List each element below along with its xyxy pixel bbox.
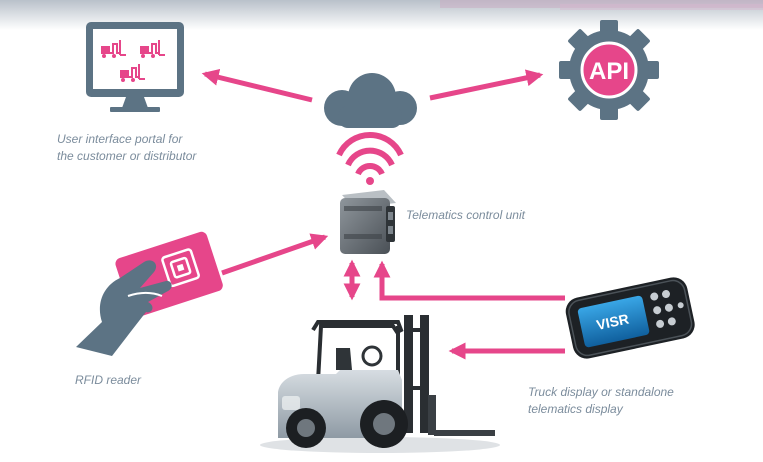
forklift-icon: [140, 40, 165, 58]
portal-caption-line2: the customer or distributor: [57, 149, 197, 163]
display-caption-line2: telematics display: [528, 402, 623, 416]
cloud-icon: [324, 73, 417, 128]
arrow-cloud-to-portal: [201, 68, 313, 103]
display-caption: Truck display or standalone telematics d…: [528, 384, 674, 418]
control-unit-icon: [340, 190, 396, 254]
connection-arrows: [201, 68, 565, 360]
handheld-display-icon: VISR: [565, 277, 695, 359]
portal-caption: User interface portal for the customer o…: [57, 131, 196, 165]
display-caption-line1: Truck display or standalone: [528, 385, 674, 399]
gear-icon: API: [559, 20, 659, 120]
visr-label: VISR: [595, 310, 630, 332]
rfid-caption: RFID reader: [75, 372, 141, 389]
hand-rfid-card-icon: [76, 231, 223, 356]
arrow-cloud-to-api: [429, 69, 544, 101]
rfid-caption-text: RFID reader: [75, 373, 142, 387]
forklift-truck-image: [260, 315, 500, 453]
forklift-icon: [120, 64, 145, 82]
telematics-unit-caption: Telematics control unit: [406, 207, 525, 224]
portal-caption-line1: User interface portal for: [57, 132, 183, 146]
telematics-unit-caption-text: Telematics control unit: [406, 208, 525, 222]
arrow-display-to-unit: [373, 260, 565, 301]
computer-monitor-icon: [86, 22, 184, 112]
api-label: API: [589, 58, 629, 85]
arrow-rfid-to-unit: [221, 233, 329, 276]
forklift-icon: [101, 40, 126, 58]
wifi-signal-icon: [336, 132, 404, 185]
